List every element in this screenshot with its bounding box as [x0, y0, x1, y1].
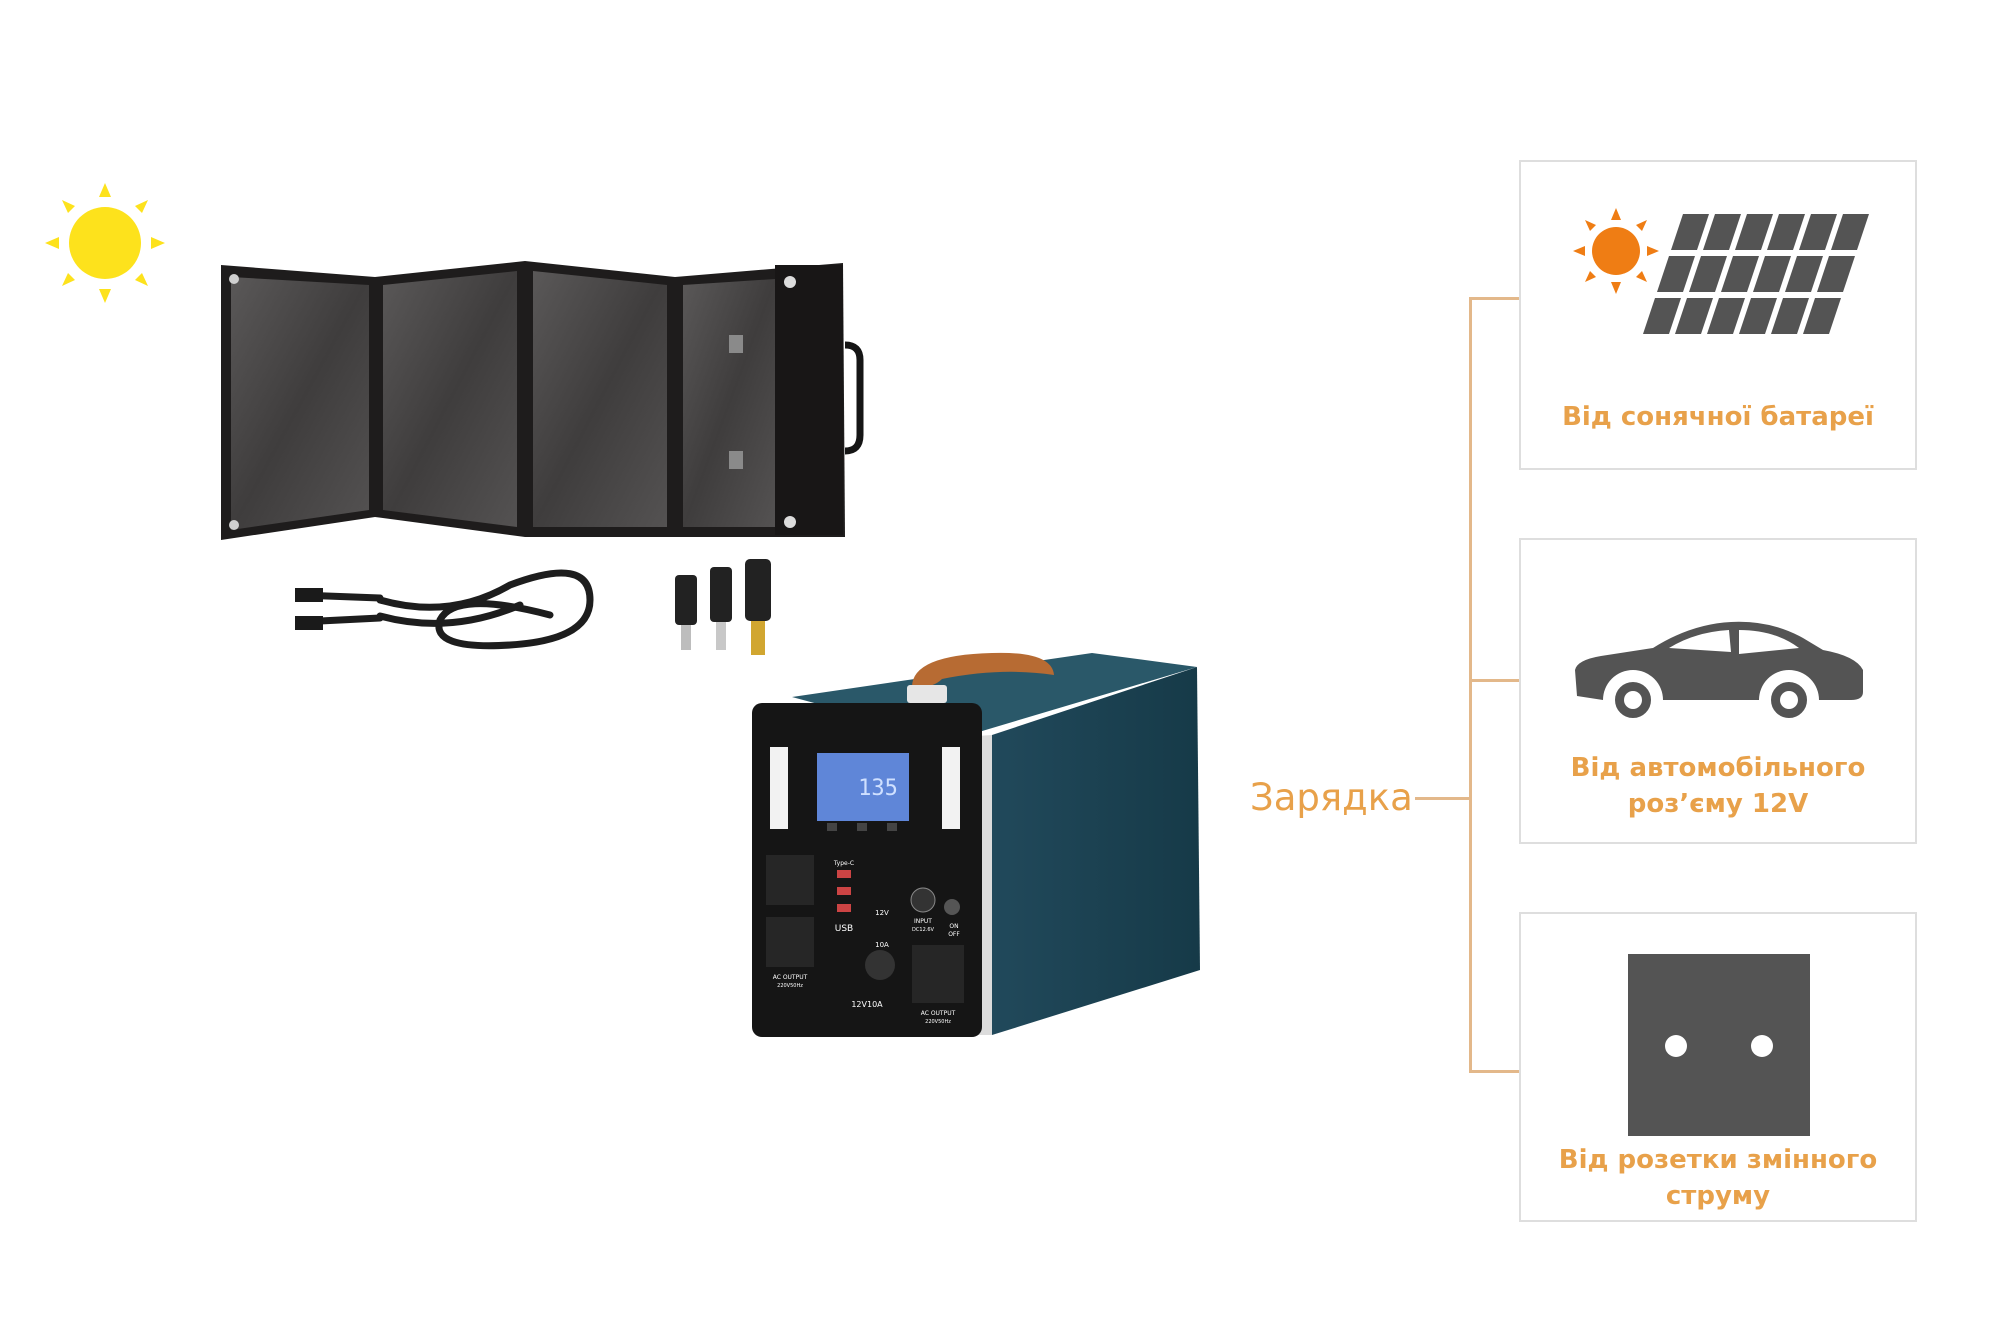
- connector-vertical: [1469, 297, 1472, 1072]
- off-label: OFF: [948, 931, 960, 938]
- solar-cell: [1721, 256, 1759, 292]
- card-car-label-line-1: Від автомобільного: [1570, 753, 1866, 783]
- solar-cell: [1689, 256, 1727, 292]
- display-value: 135: [858, 776, 898, 801]
- card-solar: Від сонячної батареї: [1519, 160, 1917, 470]
- car-port-label: 12V10A: [851, 1000, 883, 1009]
- solar-cell: [1643, 298, 1681, 334]
- connector-branch-2: [1469, 679, 1520, 682]
- solar-cell: [1785, 256, 1823, 292]
- solar-cell: [1803, 298, 1841, 334]
- solar-cell: [1817, 256, 1855, 292]
- solar-panel-icon: [1643, 214, 1869, 334]
- solar-cell: [1771, 298, 1809, 334]
- typec-label: Type-C: [833, 860, 854, 867]
- socket-icon: [1628, 954, 1810, 1136]
- solar-cell: [1767, 214, 1805, 250]
- card-solar-label: Від сонячної батареї: [1521, 399, 1915, 435]
- card-socket-label-line-1: Від розетки змінного: [1558, 1145, 1878, 1175]
- card-car-label-line-2: роз’єму 12V: [1627, 789, 1809, 819]
- ac-right-spec-label: 220V50Hz: [925, 1019, 951, 1025]
- connector-horizontal-main: [1415, 797, 1470, 800]
- solar-cell: [1799, 214, 1837, 250]
- dc-adapters-photo: [675, 559, 771, 655]
- card-car: Від автомобільного роз’єму 12V: [1519, 538, 1917, 844]
- usb-label: USB: [835, 924, 853, 934]
- dc12v-label: 12V: [875, 909, 889, 917]
- ac-left-label: AC OUTPUT: [773, 974, 808, 981]
- solar-cell: [1707, 298, 1745, 334]
- solar-cell: [1831, 214, 1869, 250]
- card-solar-label-line-1: Від сонячної батареї: [1562, 402, 1874, 432]
- input-spec-label: DC12.6V: [912, 927, 934, 933]
- solar-panel-photo: [221, 261, 864, 540]
- solar-cell: [1703, 214, 1741, 250]
- solar-cell: [1735, 214, 1773, 250]
- card-socket: Від розетки змінного струму: [1519, 912, 1917, 1222]
- cable-photo: [295, 569, 594, 650]
- solar-cell: [1671, 214, 1709, 250]
- solar-cell: [1675, 298, 1713, 334]
- ac-left-spec-label: 220V50Hz: [777, 983, 803, 989]
- connector-branch-1: [1469, 297, 1520, 300]
- charge-label: Зарядка: [1250, 776, 1413, 819]
- card-socket-label-line-2: струму: [1665, 1181, 1771, 1211]
- card-socket-label: Від розетки змінного струму: [1521, 1142, 1915, 1214]
- sun-orange-icon: [1573, 208, 1659, 294]
- power-station-photo: 135 USB Type-C 12V 10A INPUT DC12.6V ON …: [752, 652, 1200, 1037]
- ac-right-label: AC OUTPUT: [921, 1010, 956, 1017]
- car-icon: [1575, 621, 1863, 722]
- solar-cell: [1739, 298, 1777, 334]
- input-label: INPUT: [914, 918, 932, 925]
- dc10a-label: 10A: [875, 941, 889, 949]
- solar-cell: [1657, 256, 1695, 292]
- on-label: ON: [949, 923, 958, 930]
- connector-branch-3: [1469, 1070, 1520, 1073]
- card-car-label: Від автомобільного роз’єму 12V: [1521, 750, 1915, 822]
- solar-cell: [1753, 256, 1791, 292]
- sun-icon: [45, 183, 165, 303]
